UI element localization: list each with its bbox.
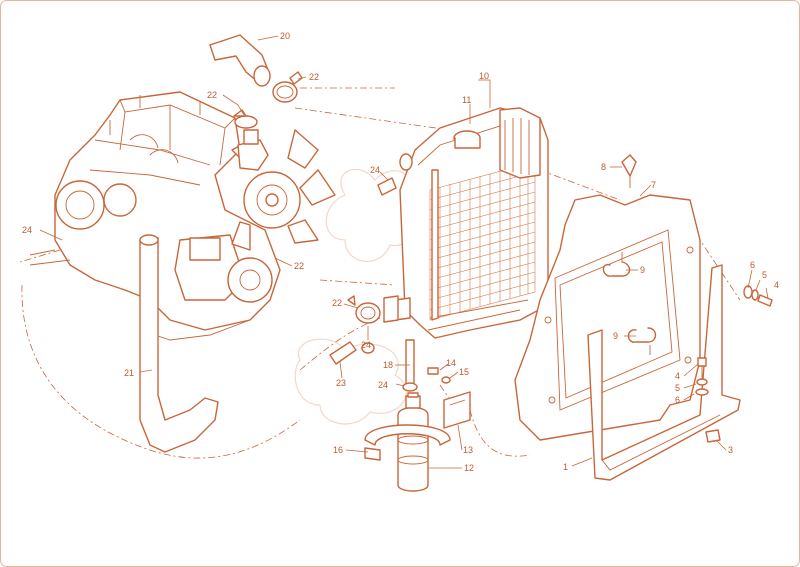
- flat-washer-lower: [695, 388, 709, 396]
- callout-8: 8: [601, 162, 606, 172]
- callout-20: 20: [280, 31, 290, 41]
- screw: [427, 367, 439, 375]
- flat-washer-upper: [743, 285, 753, 299]
- callout-23: 23: [336, 378, 346, 388]
- hose-clamp-radiator-lower: [347, 295, 399, 324]
- shroud-clip: [621, 154, 637, 188]
- callout-14: 14: [446, 358, 456, 368]
- callout-4-lower: 4: [675, 371, 680, 381]
- callout-24-tank: 24: [378, 380, 388, 390]
- retainer-clip-upper: [602, 252, 631, 277]
- callout-3: 3: [728, 445, 733, 455]
- callout-11: 11: [462, 95, 471, 105]
- callout-22-upper: 22: [309, 72, 319, 82]
- callout-22-pump: 22: [294, 261, 304, 271]
- callout-7: 7: [651, 180, 656, 190]
- callout-9-lower: 9: [613, 331, 618, 341]
- callout-22-radiator: 22: [332, 298, 342, 308]
- callout-9-upper: 9: [640, 265, 645, 275]
- callout-5-lower: 5: [675, 383, 680, 393]
- radiator-inlet-elbow: [377, 153, 413, 196]
- fan-shroud: [514, 194, 701, 441]
- callout-4-upper: 4: [774, 280, 779, 290]
- tank-mounting-band: [364, 424, 451, 461]
- nut: [705, 429, 721, 443]
- callout-6-lower: 6: [675, 395, 680, 405]
- hose-clamp-thermostat: [233, 109, 258, 129]
- callout-13: 13: [463, 445, 473, 455]
- callout-5-upper: 5: [762, 270, 767, 280]
- watermark-logo: [294, 168, 419, 425]
- upper-hose: [209, 34, 271, 87]
- callout-24-elbow: 24: [370, 165, 380, 175]
- lower-hose: [139, 234, 219, 453]
- callout-22-thermostat: 22: [207, 90, 217, 100]
- callout-21: 21: [124, 368, 134, 378]
- callout-16: 16: [333, 445, 343, 455]
- bypass-hose: [329, 341, 375, 365]
- callout-12: 12: [464, 463, 474, 473]
- spring-washer-lower: [696, 378, 708, 386]
- hose-clamp-upper: [272, 71, 303, 103]
- radiator-core-grid: [429, 161, 536, 321]
- callout-18: 18: [383, 360, 393, 370]
- callout-6-upper: 6: [750, 260, 755, 270]
- spring-washer-upper: [751, 289, 759, 301]
- callout-10: 10: [479, 71, 489, 81]
- callout-1: 1: [563, 462, 568, 472]
- callout-24-engine: 24: [22, 225, 32, 235]
- engine-assembly: [29, 91, 336, 341]
- overflow-tank-bracket: [443, 391, 471, 429]
- overflow-tank: [397, 392, 429, 492]
- bolt-lower: [697, 357, 707, 380]
- radiator-cap: [453, 130, 481, 149]
- retainer-clip-lower: [627, 327, 657, 355]
- leader-lines: [39, 35, 769, 469]
- radiator: [394, 107, 549, 339]
- washer-small: [441, 376, 451, 384]
- thermostat-housing: [237, 129, 269, 171]
- mounting-bracket: [587, 264, 741, 481]
- hose-clamp-overflow: [402, 382, 418, 392]
- callout-labels: 20 22 22 10 11 8 7 24 24 22 9 6 5 4 22 2…: [22, 31, 779, 473]
- callout-15: 15: [459, 367, 469, 377]
- callout-24-bypass: 24: [361, 340, 371, 350]
